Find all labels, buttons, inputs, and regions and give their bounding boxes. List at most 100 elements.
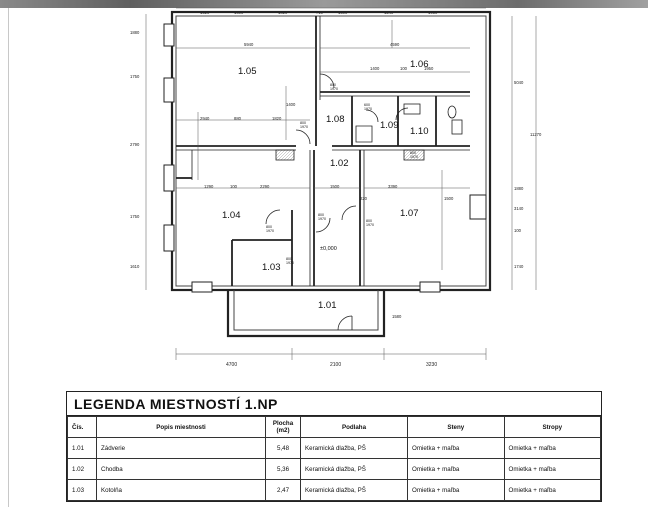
svg-text:1400: 1400: [370, 66, 380, 71]
svg-text:1970: 1970: [410, 155, 418, 159]
svg-text:1610: 1610: [130, 264, 140, 269]
col-header: Steny: [407, 416, 505, 438]
dimension-texts: 1520 1600 1820 710 1500 1240 1950 5940 4…: [130, 10, 542, 368]
table-row: 1.02 Chodba 5,36 Keramická dlažba, PŠ Om…: [67, 458, 601, 480]
svg-text:1970: 1970: [300, 125, 308, 129]
svg-text:4700: 4700: [226, 362, 237, 368]
table-cell: 1.02: [67, 458, 97, 480]
legend-header-row: Čís. Popis miestnosti Plocha (m2) Podlah…: [67, 416, 601, 438]
room-number: 1.06: [410, 59, 429, 70]
col-header: Čís.: [67, 416, 97, 438]
svg-text:4590: 4590: [390, 42, 400, 47]
col-header: Popis miestnosti: [96, 416, 266, 438]
room-number: 1.02: [330, 158, 349, 169]
svg-text:1750: 1750: [130, 214, 140, 219]
table-cell: Keramická dlažba, PŠ: [300, 437, 408, 459]
table-row: 1.03 Kotolňa 2,47 Keramická dlažba, PŠ O…: [67, 479, 601, 501]
svg-text:1970: 1970: [286, 261, 294, 265]
table-cell: Omietka + maľba: [503, 437, 601, 459]
svg-text:1600: 1600: [234, 10, 244, 15]
floor-plan: 1.05 1.06 1.08 1.09 1.10 1.02 1.04 1.07 …: [130, 7, 542, 368]
svg-text:1950: 1950: [428, 10, 438, 15]
svg-text:1500: 1500: [330, 184, 340, 189]
interior-walls: [176, 16, 470, 286]
table-cell: Omietka + maľba: [503, 458, 601, 480]
svg-text:5940: 5940: [244, 42, 254, 47]
svg-text:220: 220: [360, 196, 368, 201]
svg-text:3140: 3140: [514, 206, 524, 211]
room-number: 1.01: [318, 300, 337, 311]
table-cell: Omietka + maľba: [503, 479, 601, 501]
svg-text:3230: 3230: [426, 362, 437, 368]
svg-text:100: 100: [230, 184, 238, 189]
table-cell: Keramická dlažba, PŠ: [300, 479, 408, 501]
svg-text:5040: 5040: [514, 80, 524, 85]
svg-text:600: 600: [364, 103, 370, 107]
room-number: 1.08: [326, 114, 345, 125]
door-swings: [265, 73, 409, 331]
svg-text:1290: 1290: [204, 184, 214, 189]
svg-text:1880: 1880: [130, 30, 140, 35]
svg-text:800: 800: [286, 257, 292, 261]
svg-text:1740: 1740: [514, 264, 524, 269]
table-cell: Keramická dlažba, PŠ: [300, 458, 408, 480]
svg-text:1500: 1500: [338, 10, 348, 15]
svg-text:1240: 1240: [384, 10, 394, 15]
svg-text:1970: 1970: [330, 87, 338, 91]
room-labels: 1.05 1.06 1.08 1.09 1.10 1.02 1.04 1.07 …: [222, 59, 429, 311]
svg-text:1970: 1970: [366, 223, 374, 227]
table-cell: 1.03: [67, 479, 97, 501]
window-niches: [163, 23, 487, 293]
table-cell: Kotolňa: [96, 479, 266, 501]
legend-table: Čís. Popis miestnosti Plocha (m2) Podlah…: [67, 416, 601, 501]
table-cell: Zádverie: [96, 437, 266, 459]
table-cell: 2,47: [265, 479, 301, 501]
room-number: 1.05: [238, 66, 257, 77]
svg-text:2790: 2790: [130, 142, 140, 147]
svg-text:1820: 1820: [278, 10, 288, 15]
svg-text:800: 800: [366, 219, 372, 223]
svg-text:1970: 1970: [266, 229, 274, 233]
exterior-walls: [170, 10, 492, 338]
photo-edge-strip: [0, 0, 648, 8]
dimension-lines: [145, 7, 537, 360]
table-cell: Omietka + maľba: [407, 458, 505, 480]
svg-text:100: 100: [400, 66, 408, 71]
svg-text:1580: 1580: [392, 314, 402, 319]
svg-text:1750: 1750: [130, 74, 140, 79]
table-cell: Chodba: [96, 458, 266, 480]
col-header: Podlaha: [300, 416, 408, 438]
svg-text:1970: 1970: [364, 107, 372, 111]
svg-text:2940: 2940: [200, 116, 210, 121]
svg-text:2290: 2290: [260, 184, 270, 189]
col-header: Stropy: [503, 416, 601, 438]
table-cell: 5,48: [265, 437, 301, 459]
level-mark: ±0,000: [320, 246, 337, 252]
svg-text:1950: 1950: [424, 66, 434, 71]
room-legend: LEGENDA MIESTNOSTÍ 1.NP Čís. Popis miest…: [66, 391, 602, 502]
svg-text:1820: 1820: [272, 116, 282, 121]
svg-text:100: 100: [514, 228, 522, 233]
svg-text:880: 880: [234, 116, 242, 121]
table-cell: Omietka + maľba: [407, 437, 505, 459]
table-cell: 1.01: [67, 437, 97, 459]
svg-text:11270: 11270: [530, 132, 542, 137]
svg-text:800: 800: [266, 225, 272, 229]
svg-text:2100: 2100: [330, 362, 341, 368]
legend-title: LEGENDA MIESTNOSTÍ 1.NP: [67, 392, 601, 416]
table-cell: Omietka + maľba: [407, 479, 505, 501]
table-cell: 5,36: [265, 458, 301, 480]
svg-text:600: 600: [410, 151, 416, 155]
chimney: [275, 149, 295, 161]
col-header: Plocha (m2): [265, 416, 301, 438]
svg-text:1520: 1520: [200, 10, 210, 15]
svg-text:800: 800: [300, 121, 306, 125]
